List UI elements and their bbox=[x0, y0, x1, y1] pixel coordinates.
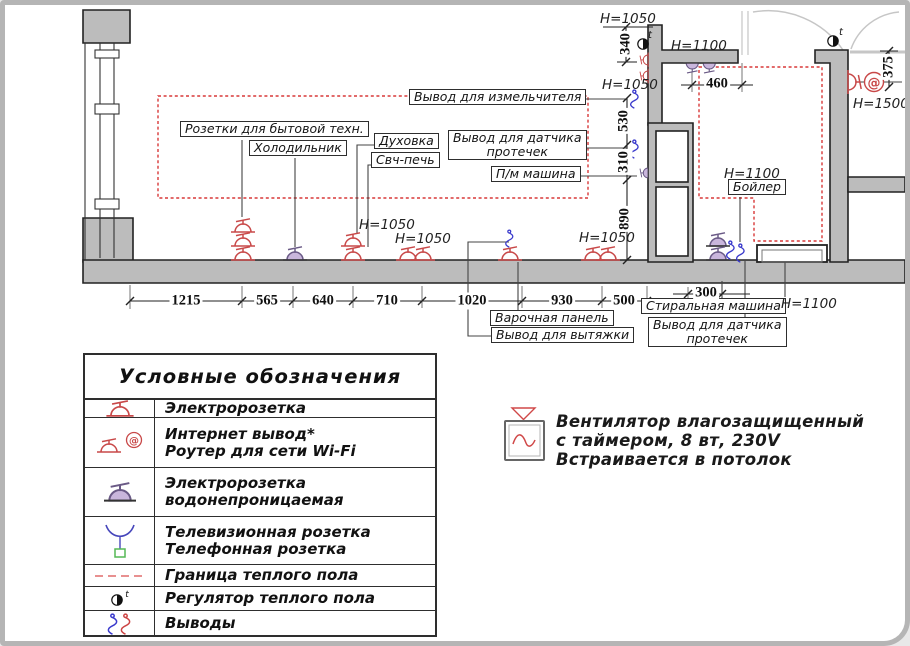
thermostat-t-icon: t bbox=[839, 27, 844, 38]
legend-label: Электророзетка bbox=[165, 399, 307, 418]
door-arcs bbox=[741, 9, 905, 55]
dim-340: 340 bbox=[617, 31, 635, 57]
legend-row-warm-floor-regulator: t Регулятор теплого пола bbox=[85, 587, 435, 611]
legend-label: Телевизионная розетка bbox=[165, 522, 371, 541]
label-layer: Вывод для измельчителя Розетки для бытов… bbox=[5, 5, 905, 641]
height-label: Н=1100 bbox=[724, 166, 780, 182]
label-leak-sensor-bottom: Вывод для датчика протечек bbox=[648, 317, 787, 347]
legend-row-internet: @ Интернет вывод* Роутер для сети Wi-Fi bbox=[85, 418, 435, 468]
label-hood: Вывод для вытяжки bbox=[491, 327, 635, 343]
legend-row-waterproof-socket: Электророзетка водонепроницаемая bbox=[85, 468, 435, 517]
label-leak-sensor-top: Вывод для датчика протечек bbox=[448, 130, 587, 160]
legend-label: Телефонная розетка bbox=[165, 539, 347, 558]
height-label: Н=1050 bbox=[602, 77, 658, 93]
legend-label: Выводы bbox=[165, 614, 236, 633]
legend-row-outputs: Выводы bbox=[85, 611, 435, 636]
dim-460: 460 bbox=[704, 75, 730, 93]
dim-310: 310 bbox=[615, 149, 633, 175]
waterproof-socket-icon bbox=[85, 468, 155, 516]
tv-phone-socket-icon bbox=[85, 517, 155, 564]
height-label: Н=1050 bbox=[359, 217, 415, 233]
label-washer: Стиральная машина bbox=[641, 298, 786, 314]
label-line: протечек bbox=[486, 144, 548, 159]
legend-table: Условные обозначения Электророзетка @ Ин… bbox=[83, 353, 437, 637]
fan-note-line: Вентилятор влагозащищенный bbox=[556, 412, 865, 431]
legend-title: Условные обозначения bbox=[85, 355, 435, 400]
dimension-ticks bbox=[125, 22, 894, 306]
legend-label: Регулятор теплого пола bbox=[165, 589, 376, 608]
warm-floor-border-icon bbox=[85, 565, 155, 586]
label-boiler: Бойлер bbox=[728, 179, 786, 195]
internet-socket-icon: @ bbox=[85, 418, 155, 467]
dim-375: 375 bbox=[880, 54, 898, 80]
label-oven: Духовка bbox=[374, 133, 439, 149]
internet-circle-icon bbox=[863, 71, 885, 93]
label-fridge: Холодильник bbox=[249, 140, 347, 156]
svg-text:@: @ bbox=[129, 436, 139, 447]
dim-890: 890 bbox=[616, 206, 634, 232]
fan-note-line: с таймером, 8 вт, 230V bbox=[556, 431, 781, 451]
niche bbox=[756, 244, 828, 263]
label-microwave: Свч-печь bbox=[371, 152, 440, 168]
height-label: Н=1100 bbox=[671, 38, 727, 54]
label-line: Вывод для датчика bbox=[453, 130, 582, 145]
fan-note-line: Встраивается в потолок bbox=[556, 450, 792, 470]
thermostat-t-icon: t bbox=[648, 30, 653, 41]
thermostat-symbols: t t bbox=[637, 27, 844, 50]
height-label: Н=1500 bbox=[853, 96, 909, 112]
legend-row-warm-floor-border: Граница теплого пола bbox=[85, 565, 435, 587]
legend-label: Граница теплого пола bbox=[165, 566, 359, 585]
fan-note: Вентилятор влагозащищенный с таймером, 8… bbox=[502, 404, 864, 469]
window bbox=[84, 43, 120, 260]
svg-text:t: t bbox=[125, 590, 129, 600]
label-grinder-output: Вывод для измельчителя bbox=[409, 89, 587, 105]
legend-label: Роутер для сети Wi-Fi bbox=[165, 441, 356, 460]
dim-1215: 1215 bbox=[169, 292, 203, 310]
height-label: Н=1100 bbox=[781, 296, 837, 312]
label-line: протечек bbox=[686, 331, 748, 346]
dim-930: 930 bbox=[549, 292, 575, 310]
outputs-icon bbox=[85, 611, 155, 636]
socket-symbols: @ bbox=[230, 52, 885, 261]
legend-label: Электророзетка bbox=[165, 474, 307, 493]
dim-500: 500 bbox=[611, 292, 637, 310]
socket-icon bbox=[85, 400, 155, 417]
dim-640: 640 bbox=[310, 292, 336, 310]
warm-floor-regulator-icon: t bbox=[85, 587, 155, 610]
dim-1020: 1020 bbox=[455, 292, 489, 310]
height-label: Н=1050 bbox=[579, 230, 635, 246]
label-dishwasher: П/м машина bbox=[491, 166, 581, 182]
dim-300: 300 bbox=[693, 284, 719, 302]
label-hob: Варочная панель bbox=[490, 310, 614, 326]
fan-icon bbox=[504, 407, 545, 461]
dim-565: 565 bbox=[254, 292, 280, 310]
label-line: Вывод для датчика bbox=[653, 317, 782, 332]
legend-row-socket: Электророзетка bbox=[85, 400, 435, 418]
at-icon: @ bbox=[868, 76, 881, 91]
plan-linework: @ t t bbox=[82, 9, 905, 337]
walls bbox=[82, 9, 905, 284]
legend-label: Интернет вывод* bbox=[165, 424, 315, 443]
legend-row-tv-phone: Телевизионная розетка Телефонная розетка bbox=[85, 517, 435, 565]
height-label: Н=1050 bbox=[600, 11, 656, 27]
dim-710: 710 bbox=[374, 292, 400, 310]
legend-label: водонепроницаемая bbox=[165, 491, 344, 509]
dim-530: 530 bbox=[615, 108, 633, 134]
label-appliance-sockets: Розетки для бытовой техн. bbox=[180, 121, 369, 137]
height-label: Н=1050 bbox=[395, 231, 451, 247]
